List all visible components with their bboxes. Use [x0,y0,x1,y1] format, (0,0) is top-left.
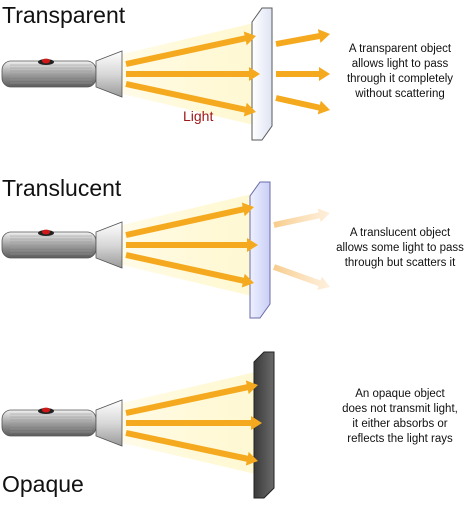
scene-opaque [1,351,275,499]
description-opaque: An opaque object does not transmit light… [334,387,466,447]
scene-translucent [1,181,330,319]
incoming-ray-arrow [125,252,255,288]
incoming-ray-arrow [125,380,259,416]
description-line: allows light to pass [351,58,449,70]
transmitted-ray-arrow [275,95,330,115]
title-opaque: Opaque [2,471,84,497]
title-transparent: Transparent [2,2,126,28]
scattered-ray-arrow [273,264,330,290]
flashlight-head [95,399,123,447]
scene-transparent [1,7,330,141]
description-line: A translucent object [349,227,451,239]
incoming-ray-arrow [125,202,255,238]
object-panel [253,351,275,499]
description-line: through it completely [346,73,454,85]
transmitted-ray-arrow [276,67,330,81]
flashlight-head [95,221,123,269]
transmitted-ray-arrow [275,29,330,47]
title-translucent: Translucent [2,175,122,201]
description-line: through but scatters it [344,257,456,269]
light-label: Light [183,108,214,124]
description-line: does not transmit light, [342,403,458,415]
incoming-ray-arrow [126,67,260,81]
power-button-icon [42,407,50,413]
incoming-ray-arrow [125,430,259,466]
description-line: An opaque object [355,388,445,400]
description-line: allows some light to pass [336,242,464,254]
incoming-ray-arrow [126,238,258,252]
power-button-icon [42,58,50,64]
flashlight-head [95,50,123,98]
object-panel [249,181,271,319]
description-line: reflects the light rays [347,433,453,445]
description-line: A transparent object [348,43,452,55]
description-line: it either absorbs or [352,418,448,430]
power-button-icon [42,229,50,235]
incoming-ray-arrow [125,81,257,117]
incoming-ray-arrow [125,31,257,67]
description-line: without scattering [355,88,445,100]
object-panel [251,7,273,141]
description-transparent: A transparent object allows light to pas… [334,42,466,102]
incoming-ray-arrow [126,416,262,430]
description-translucent: A translucent object allows some light t… [334,226,466,271]
scattered-ray-arrow [273,208,330,228]
